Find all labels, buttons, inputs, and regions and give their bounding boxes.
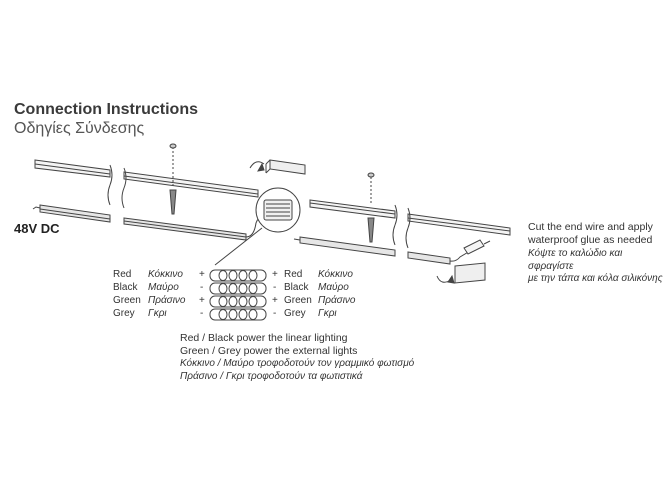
wire-row-green: Green Πράσινο + + Green Πράσινο <box>113 295 356 306</box>
wire-connectors <box>209 269 267 321</box>
wire-row-black: Black Μαύρο - - Black Μαύρο <box>113 282 349 293</box>
note-greek: Κόψτε το καλώδιο και σφραγίστε με την τά… <box>528 248 663 284</box>
right-linear-light <box>293 236 471 265</box>
legend-english: Red / Black power the linear lighting Gr… <box>180 332 358 357</box>
note-english: Cut the end wire and apply waterproof gl… <box>528 221 653 246</box>
mounting-bracket-bottom <box>436 262 486 284</box>
left-track-rail <box>34 159 259 209</box>
connector-detail-circle <box>214 187 301 266</box>
glue-tube-icon <box>463 239 491 255</box>
wire-row-grey: Grey Γκρι - - Grey Γκρι <box>113 308 337 319</box>
left-linear-light <box>32 204 265 241</box>
right-screw-icon <box>367 172 375 243</box>
voltage-label: 48V DC <box>14 221 60 236</box>
page-subtitle: Οδηγίες Σύνδεσης <box>14 120 145 137</box>
left-screw-icon <box>169 143 177 215</box>
mounting-bracket-top <box>249 159 306 175</box>
right-track-rail <box>309 199 511 249</box>
wire-row-red: Red Κόκκινο + + Red Κόκκινο <box>113 269 353 280</box>
legend-greek: Κόκκινο / Μαύρο τροφοδοτούν τον γραμμικό… <box>180 358 415 382</box>
page-title: Connection Instructions <box>14 101 198 118</box>
